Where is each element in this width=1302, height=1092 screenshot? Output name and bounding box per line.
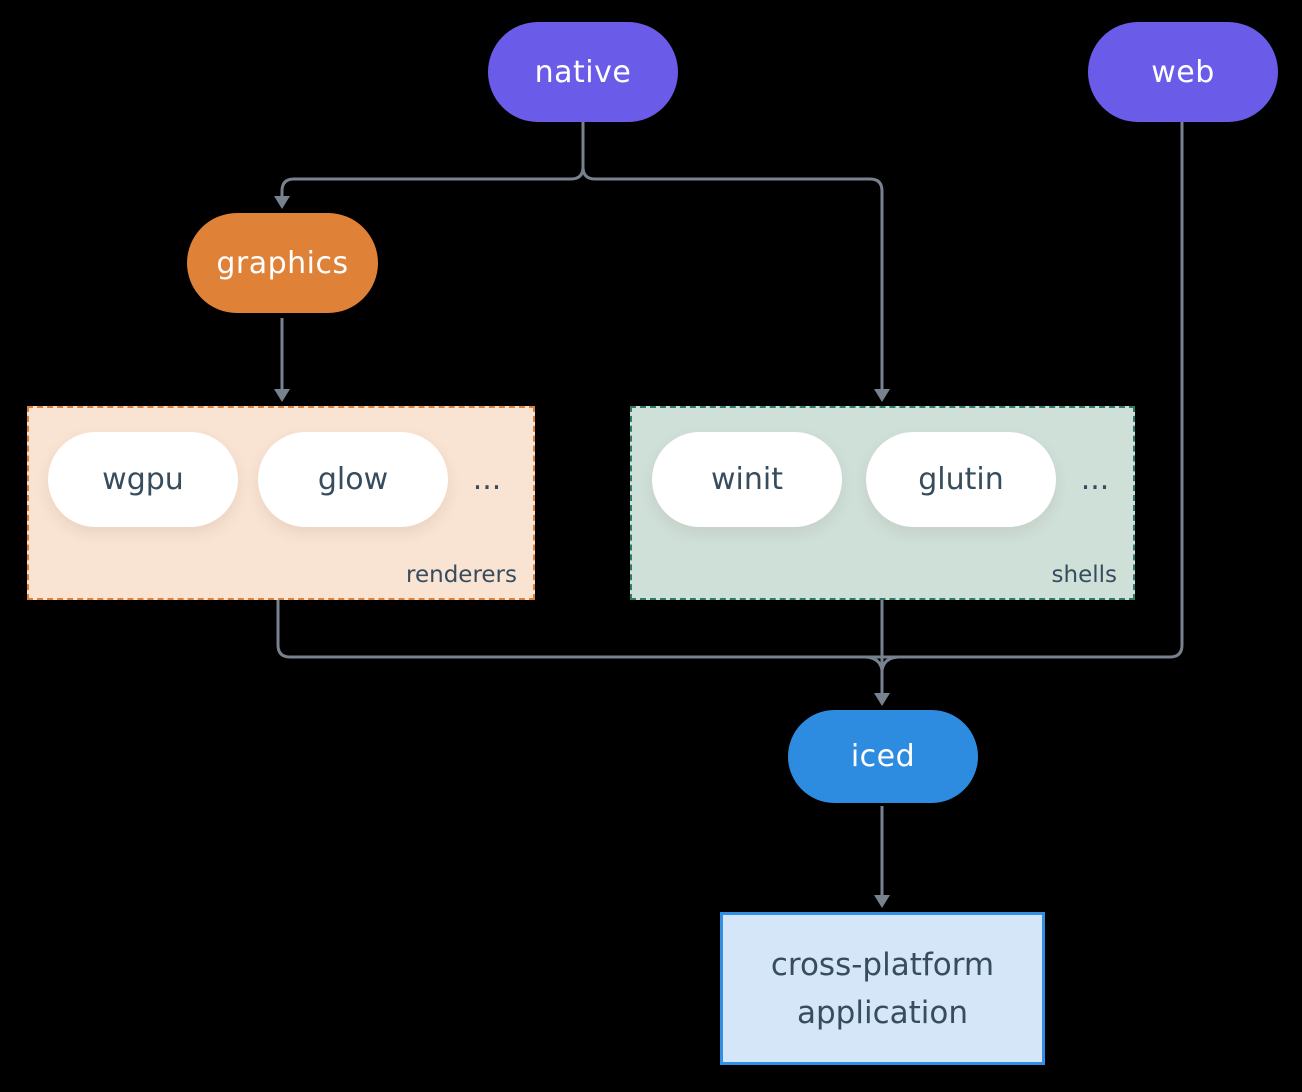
node-winit: winit bbox=[652, 432, 842, 527]
node-glutin-label: glutin bbox=[918, 462, 1004, 497]
node-wgpu-label: wgpu bbox=[102, 462, 184, 497]
node-native-label: native bbox=[534, 54, 632, 90]
node-graphics-label: graphics bbox=[216, 245, 349, 281]
node-glow-label: glow bbox=[317, 462, 389, 497]
edge-native-to-graphics bbox=[280, 122, 585, 196]
arrowhead-graphics bbox=[274, 196, 290, 209]
arrowhead-application bbox=[874, 895, 890, 908]
group-renderers: wgpu glow ... renderers bbox=[27, 406, 535, 600]
renderers-ellipsis: ... bbox=[472, 462, 502, 497]
node-winit-label: winit bbox=[711, 462, 783, 497]
node-glow: glow bbox=[258, 432, 448, 527]
node-web-label: web bbox=[1151, 54, 1215, 90]
node-iced: iced bbox=[788, 710, 978, 803]
application-label-line2: application bbox=[797, 994, 968, 1031]
node-cross-platform-application: cross-platform application bbox=[720, 912, 1045, 1065]
edge-merge-flare-right bbox=[880, 655, 899, 671]
group-shells: winit glutin ... shells bbox=[630, 406, 1135, 600]
arrowhead-iced bbox=[874, 693, 890, 706]
arrowhead-renderers bbox=[274, 389, 290, 402]
node-glutin: glutin bbox=[866, 432, 1056, 527]
group-label-shells: shells bbox=[1051, 562, 1117, 588]
group-label-renderers: renderers bbox=[406, 562, 517, 588]
node-web: web bbox=[1088, 22, 1278, 122]
arrowhead-shells bbox=[874, 389, 890, 402]
shells-ellipsis: ... bbox=[1080, 462, 1110, 497]
edge-web-renderers-merge bbox=[276, 122, 1184, 659]
node-graphics: graphics bbox=[187, 213, 378, 313]
application-label-line1: cross-platform bbox=[770, 946, 995, 983]
edge-merge-flare-left bbox=[865, 655, 884, 671]
node-iced-label: iced bbox=[850, 739, 916, 774]
edge-native-to-shells bbox=[581, 166, 884, 389]
node-wgpu: wgpu bbox=[48, 432, 238, 527]
node-native: native bbox=[488, 22, 678, 122]
